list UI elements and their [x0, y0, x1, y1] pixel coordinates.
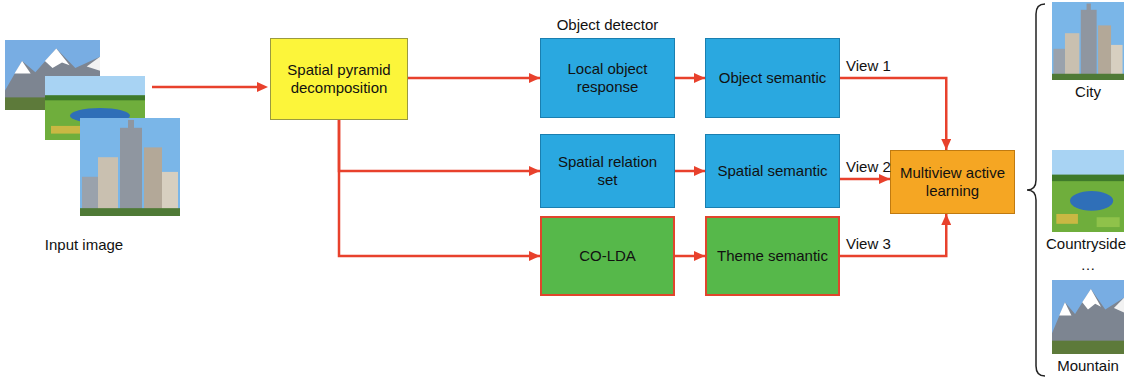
process-box: Object detectorLocal object response [540, 38, 675, 118]
flow-arrow [840, 178, 890, 181]
process-box: Spatial relation set [540, 134, 675, 208]
flow-arrow [339, 120, 540, 171]
class-photo [1052, 150, 1124, 232]
view-label: View 1 [846, 57, 891, 75]
box-text: CO-LDA [579, 247, 636, 265]
class-photo [1052, 280, 1124, 354]
box-text: Spatial relation set [548, 153, 667, 189]
ellipsis: … [1081, 256, 1096, 274]
process-box: CO-LDA [540, 216, 675, 296]
class-label: City [1075, 83, 1101, 101]
process-box: Spatial pyramid decomposition [270, 38, 408, 120]
flow-arrow [840, 214, 946, 256]
class-label: Countryside [1046, 235, 1126, 253]
flow-arrow [408, 77, 540, 80]
box-text: Local object response [548, 60, 667, 96]
curly-bracket [1027, 4, 1045, 376]
class-label: Mountain [1057, 357, 1119, 375]
flow-arrow [675, 255, 705, 258]
learning-box: Multiview active learning [890, 150, 1015, 214]
box-text: Object semantic [719, 69, 827, 87]
box-text: Spatial pyramid decomposition [278, 61, 400, 97]
input-arrow [152, 86, 258, 89]
box-heading: Object detector [557, 16, 659, 34]
flow-arrow [840, 78, 946, 150]
image-caption: Input image [45, 236, 123, 254]
process-box: Theme semantic [705, 216, 840, 296]
box-text: Multiview active learning [898, 164, 1007, 200]
flow-arrow [675, 170, 705, 173]
process-box: Object semantic [705, 38, 840, 118]
flow-arrow [675, 77, 705, 80]
class-photo [1052, 2, 1124, 80]
view-label: View 2 [846, 158, 891, 176]
box-text: Theme semantic [717, 247, 828, 265]
input-photo [80, 118, 180, 216]
process-box: Spatial semantic [705, 134, 840, 208]
arrow-head [257, 82, 268, 92]
box-text: Spatial semantic [717, 162, 827, 180]
view-label: View 3 [846, 235, 891, 253]
flow-arrow [339, 120, 540, 256]
